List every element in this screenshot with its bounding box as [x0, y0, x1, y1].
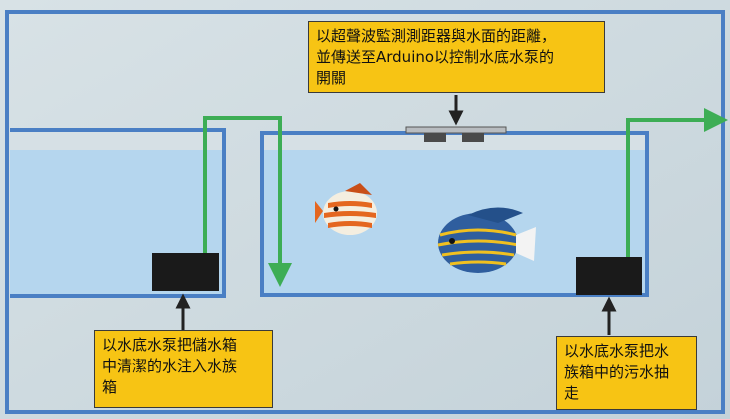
water-pump-icon [152, 253, 219, 291]
outer-frame [5, 10, 725, 414]
water-pump-icon [576, 257, 642, 295]
outflow-pipe [626, 108, 728, 257]
ultrasonic-sensor-icon [405, 126, 507, 142]
left-pump-callout: 以水底水泵把儲水箱 中清潔的水注入水族 箱 [94, 330, 273, 408]
inflow-pipe [203, 116, 292, 287]
sensor-callout: 以超聲波監測測距器與水面的距離， 並傳送至Arduino以控制水底水泵的 開關 [308, 21, 605, 93]
storage-tank-outline [10, 128, 226, 298]
fish-angelfish-icon [437, 207, 536, 273]
right-pump-callout: 以水底水泵把水 族箱中的污水抽 走 [556, 336, 697, 410]
fish-butterflyfish-icon [315, 183, 377, 235]
